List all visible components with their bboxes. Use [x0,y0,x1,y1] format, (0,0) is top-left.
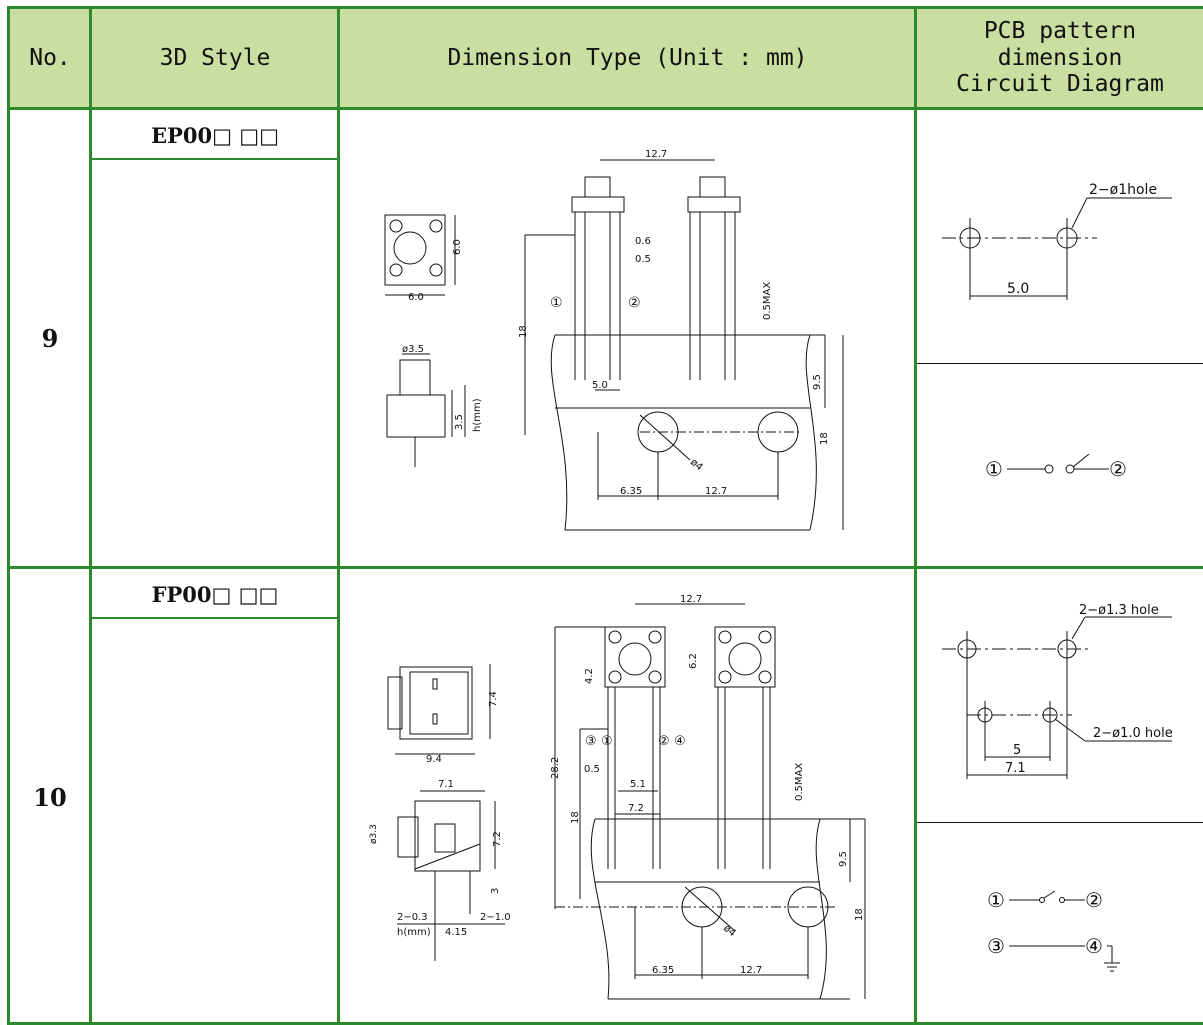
pcb-spacing-outer: 7.1 [1005,761,1026,776]
circuit-diagram-row-9: ① ② [985,453,1127,481]
table-row-divider [7,566,1203,569]
dim-cap-height: 3.5 [454,414,465,430]
dim-hole-diameter: ø4 [688,457,705,473]
dim-hole-diameter: ø4 [721,923,738,939]
pcb-hole-small-label: 2−ø1.0 hole [1093,726,1173,741]
dim-pitch: 12.7 [680,594,702,605]
row-10-part-code: FP00□ □□ [151,581,279,607]
dim-depth: 9.4 [426,754,442,765]
circuit-terminal-2: ② [1109,457,1127,481]
dim-top-size-vertical: 6.0 [452,239,463,255]
dimension-drawing-row-10: 9.4 7.4 7.1 ø3.3 7.2 3 2−0.3 2−1.0 h(mm)… [369,594,866,1000]
header-pcb-pattern: PCB pattern dimension Circuit Diagram [917,8,1203,108]
header-pcb-line1: PCB pattern [983,18,1137,45]
pin-label-3: ③ [585,734,597,749]
dim-thickness-2: 0.5 [635,254,651,265]
code-divider-row-10 [92,617,337,619]
side-view [386,353,466,467]
header-3d-style: 3D Style [92,8,338,108]
dim-vertical-28-2: 28.2 [550,757,561,779]
dim-vertical-6-2: 6.2 [688,653,699,669]
pin-label-4: ④ [674,734,686,749]
header-pcb-line3: Circuit Diagram [956,71,1164,98]
dim-height: 18 [570,811,581,824]
dim-width-5-1: 5.1 [630,779,646,790]
pin-label-1: ① [550,295,563,311]
pcb-hole-large-label: 2−ø1.3 hole [1079,603,1159,618]
dim-cap-diameter: ø3.5 [402,344,424,355]
table-col-divider-1 [89,6,92,1025]
pcb-pattern-row-10: 2−ø1.3 hole 2−ø1.0 hole 5 7.1 [942,603,1173,779]
row-9-number: 9 [41,324,59,353]
pcb-divider-row-9 [917,363,1203,364]
pcb-spacing-inner: 5 [1013,743,1021,758]
pcb-panel [555,818,866,1000]
dim-panel-height: 18 [854,908,865,921]
dim-h-mm: h(mm) [397,927,431,938]
side-view [397,790,505,961]
circuit-terminal-2: ② [1085,888,1103,912]
dim-max: 0.5MAX [794,763,805,801]
pin-label-2: ② [658,734,670,749]
dim-panel-thickness: 9.5 [838,851,849,867]
dim-cap-diameter: ø3.3 [369,824,379,844]
dim-bottom-1: 6.35 [620,486,642,497]
pcb-pattern-row-9: 2−ø1hole 5.0 [942,182,1172,300]
top-view-body [387,664,491,755]
header-pcb-line2: dimension [997,44,1123,71]
row-9-part-code: EP00□ □□ [151,122,279,148]
code-divider-row-9 [92,158,337,160]
dim-vertical-4-2: 4.2 [584,668,595,684]
dim-h-mm: h(mm) [472,398,483,432]
dim-panel-height: 18 [819,432,830,445]
dim-bottom-2: 12.7 [705,486,727,497]
header-no: No. [10,8,90,108]
circuit-terminal-4: ④ [1085,934,1103,958]
dim-max: 0.5MAX [762,282,773,320]
table-border-bottom [7,1022,1203,1025]
dim-lead-thickness: 2−0.3 [397,912,428,923]
circuit-terminal-1: ① [985,457,1003,481]
dim-width-vertical: 7.4 [488,691,499,707]
dim-h-value: 4.15 [445,927,467,938]
dim-thickness-1: 0.6 [635,236,651,247]
table-col-divider-3 [914,6,917,1025]
circuit-diagram-row-10: ① ② ③ ④ [987,888,1120,972]
dim-pitch: 12.7 [645,149,667,160]
dim-bottom-1: 6.35 [652,965,674,976]
pcb-divider-row-10 [917,822,1203,823]
dim-height: 18 [518,325,529,338]
dim-lead-length: 3 [490,888,501,894]
pin-label-2: ② [628,295,641,311]
dim-top-width: 7.1 [438,779,454,790]
circuit-terminal-1: ① [987,888,1005,912]
front-view-switches [524,159,741,435]
dim-lead-width: 2−1.0 [480,912,511,923]
dim-leg-spacing: 5.0 [592,380,608,391]
dim-panel-thickness: 9.5 [812,374,823,390]
dim-top-size: 6.0 [408,292,424,303]
dim-width-7-2: 7.2 [628,803,644,814]
pcb-hole-label: 2−ø1hole [1089,182,1157,198]
dim-body-height: 7.2 [492,831,503,847]
dim-bottom-2: 12.7 [740,965,762,976]
pcb-spacing-label: 5.0 [1007,281,1029,297]
front-view-switches [554,603,776,909]
table-border-left [7,6,10,1025]
header-dimension-type: Dimension Type (Unit : mm) [340,8,915,108]
table-border-top [7,6,1203,9]
pcb-panel [550,334,844,531]
circuit-terminal-3: ③ [987,934,1005,958]
top-view-square [384,214,456,296]
dim-thickness: 0.5 [584,764,600,775]
row-10-number: 10 [33,782,67,812]
pin-label-1: ① [601,734,613,749]
table-header-divider [7,107,1203,110]
dimension-drawing-row-9: 6.0 6.0 ø3.5 3.5 h(mm) 12.7 0.6 0.5 0.5M… [384,149,844,531]
table-col-divider-2 [337,6,340,1025]
